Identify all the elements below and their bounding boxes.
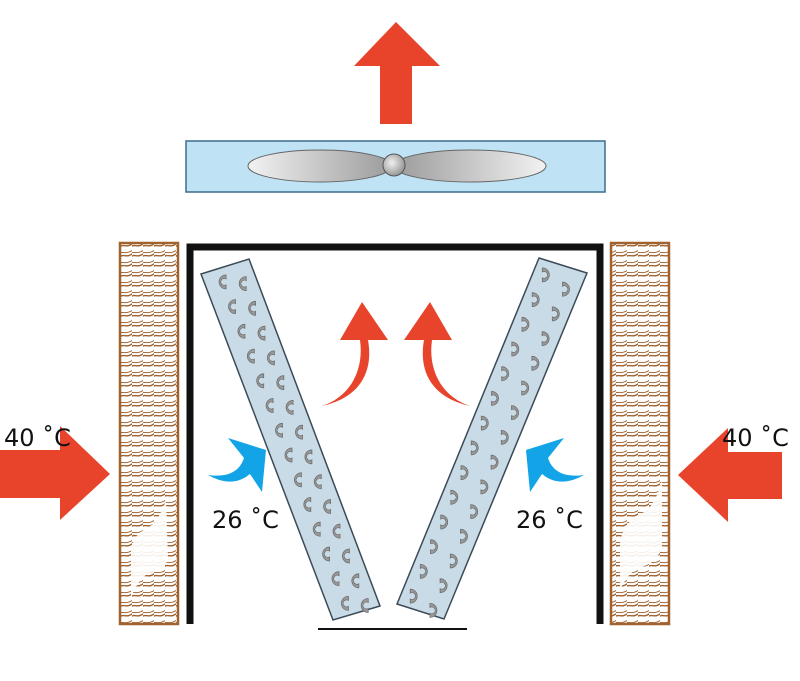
cool-air-arrow-left [208, 438, 266, 492]
inflow-arrow-right [678, 428, 782, 522]
cooled-temp-right: 26 ˚C [516, 506, 583, 534]
rising-air-arrow-right [404, 302, 470, 406]
cooled-temp-left: 26 ˚C [212, 506, 279, 534]
cooling-pad-right [609, 241, 671, 626]
fan-icon [185, 140, 606, 193]
fan-blade-right [393, 149, 547, 183]
coil-panel-right [395, 257, 589, 620]
rising-air-arrow-left [322, 302, 388, 406]
cooler-frame [186, 243, 604, 630]
fan-hub [382, 153, 406, 177]
inflow-arrow-left [0, 426, 110, 520]
outside-temp-left: 40 ˚C [4, 424, 71, 452]
coil-panel-left [200, 258, 381, 621]
exhaust-arrow-icon [354, 22, 440, 124]
cooling-pad-left [118, 241, 180, 626]
fan-blade-left [247, 149, 393, 183]
cool-air-arrow-right [526, 438, 584, 492]
outside-temp-right: 40 ˚C [722, 424, 789, 452]
